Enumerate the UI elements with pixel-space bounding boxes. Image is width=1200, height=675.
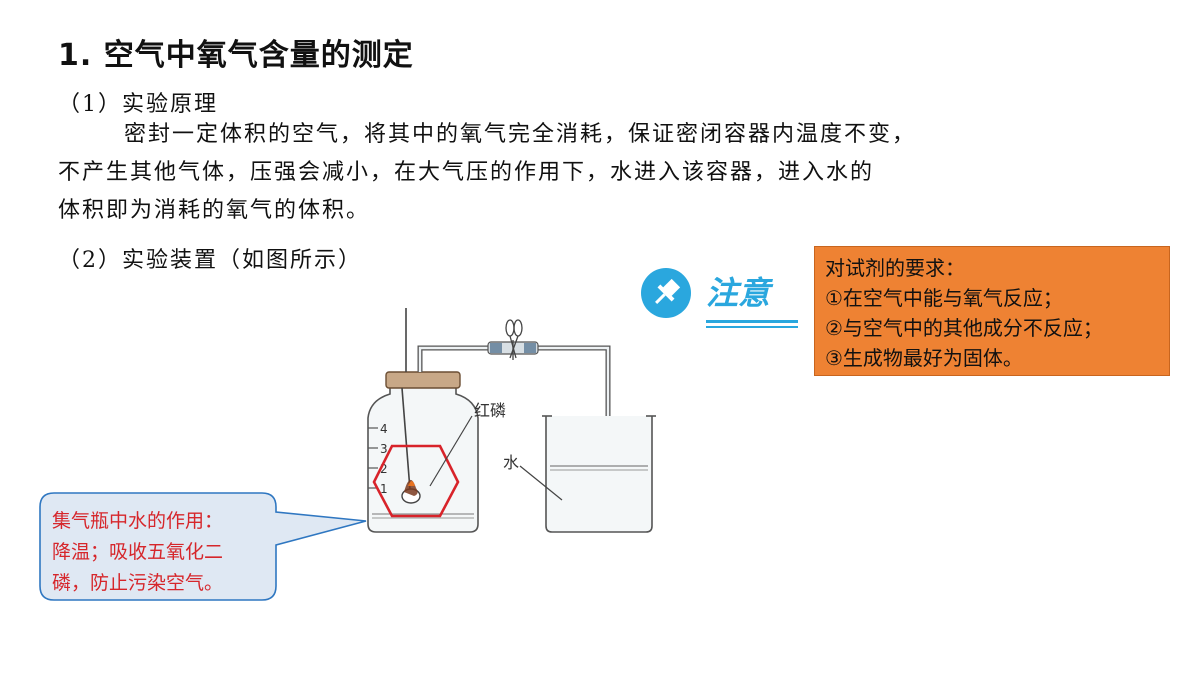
phosphorus-leader-line	[429, 415, 473, 487]
scale-mark: 4	[380, 422, 388, 436]
pushpin-icon	[655, 278, 681, 304]
gas-collection-bottle	[367, 383, 479, 533]
page-title: 1. 空气中氧气含量的测定	[58, 38, 414, 73]
callout-line: 降温；吸收五氧化二	[52, 541, 224, 563]
water-leader-line	[519, 465, 563, 501]
beaker	[545, 416, 653, 533]
reagent-requirements-box: 对试剂的要求： ①在空气中能与氧气反应； ②与空气中的其他成分不反应； ③生成物…	[814, 246, 1170, 376]
note-item: ①在空气中能与氧气反应；	[825, 286, 1063, 310]
scale-mark: 1	[380, 482, 388, 496]
note-item: ②与空气中的其他成分不反应；	[825, 316, 1103, 340]
note-heading: 对试剂的要求：	[825, 256, 965, 280]
principle-paragraph: 密封一定体积的空气，将其中的氧气完全消耗，保证密闭容器内温度不变， 不产生其他气…	[58, 116, 1118, 230]
principle-line: 体积即为消耗的氧气的体积。	[58, 198, 371, 223]
section-heading-principle: （1）实验原理	[58, 92, 218, 117]
callout-line: 集气瓶中水的作用：	[52, 510, 224, 532]
notice-badge: 注意	[641, 268, 798, 328]
notice-label: 注意	[706, 274, 774, 312]
scale-mark: 3	[380, 442, 388, 456]
principle-line: 不产生其他气体，压强会减小，在大气压的作用下，水进入该容器，进入水的	[58, 160, 875, 185]
experiment-apparatus: 4 3 2 1 红磷 水	[367, 308, 656, 533]
spring-clamp	[505, 319, 523, 360]
rubber-stopper	[385, 371, 461, 389]
water-function-callout: 集气瓶中水的作用： 降温；吸收五氧化二 磷，防止污染空气。	[52, 506, 272, 599]
scale-mark: 2	[380, 462, 388, 476]
label-red-phosphorus: 红磷	[474, 401, 506, 420]
note-item: ③生成物最好为固体。	[825, 346, 1023, 370]
label-water: 水	[503, 453, 519, 472]
notice-underline	[706, 320, 798, 323]
callout-line: 磷，防止污染空气。	[52, 572, 224, 594]
section-heading-apparatus: （2）实验装置（如图所示）	[58, 248, 362, 273]
principle-line: 密封一定体积的空气，将其中的氧气完全消耗，保证密闭容器内温度不变，	[124, 122, 917, 147]
highlight-hexagon	[372, 444, 460, 518]
notice-underline	[706, 326, 798, 328]
